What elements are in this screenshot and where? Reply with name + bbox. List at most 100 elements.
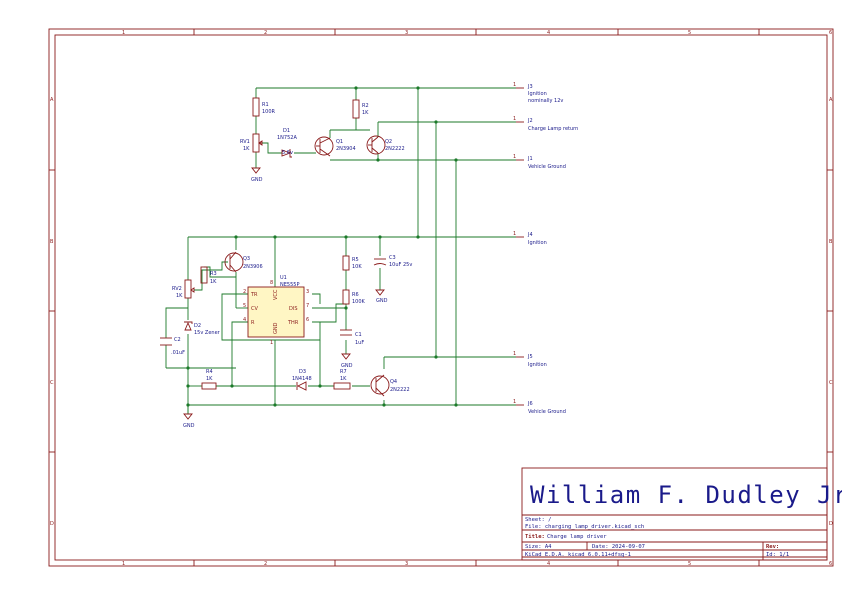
col-label: 6 bbox=[829, 561, 832, 567]
svg-text:CV: CV bbox=[251, 306, 258, 312]
col-label: 3 bbox=[405, 30, 408, 36]
svg-text:U1: U1 bbox=[280, 275, 287, 281]
row-label: B bbox=[50, 239, 54, 245]
svg-text:Ignition: Ignition bbox=[528, 91, 547, 97]
svg-text:Q2: Q2 bbox=[385, 139, 392, 145]
ground-symbol: GND bbox=[341, 353, 353, 369]
svg-text:1: 1 bbox=[513, 82, 516, 88]
svg-text:1: 1 bbox=[513, 154, 516, 160]
svg-text:100R: 100R bbox=[262, 109, 276, 115]
svg-text:1K: 1K bbox=[362, 110, 369, 116]
svg-text:D2: D2 bbox=[194, 323, 201, 329]
svg-text:2: 2 bbox=[243, 289, 246, 295]
svg-text:1K: 1K bbox=[243, 146, 250, 152]
svg-text:4: 4 bbox=[243, 317, 246, 323]
svg-text:GND: GND bbox=[376, 298, 388, 304]
ground-symbol: GND bbox=[251, 167, 263, 183]
svg-text:R5: R5 bbox=[352, 257, 359, 263]
resistor-r1: R1 100R bbox=[252, 97, 276, 117]
svg-text:1N4148: 1N4148 bbox=[292, 376, 312, 382]
svg-text:C3: C3 bbox=[389, 255, 396, 261]
svg-text:R2: R2 bbox=[362, 103, 369, 109]
svg-text:6: 6 bbox=[306, 317, 309, 323]
sheet-id: Id: 1/1 bbox=[766, 552, 789, 558]
svg-text:100K: 100K bbox=[352, 299, 366, 305]
svg-text:R7: R7 bbox=[340, 369, 347, 375]
resistor-r4: R4 1K bbox=[201, 369, 217, 390]
title-label: Title: bbox=[525, 534, 545, 540]
col-label: 3 bbox=[405, 561, 408, 567]
svg-text:1uF: 1uF bbox=[355, 340, 364, 346]
svg-text:J1: J1 bbox=[527, 156, 533, 162]
row-label: C bbox=[829, 380, 833, 386]
svg-text:RV2: RV2 bbox=[172, 286, 182, 292]
svg-text:D1: D1 bbox=[283, 128, 290, 134]
svg-text:Charge Lamp return: Charge Lamp return bbox=[528, 126, 578, 132]
title-block: William F. Dudley Jr. Sheet: / File: cha… bbox=[521, 467, 842, 561]
svg-text:J2: J2 bbox=[527, 118, 533, 124]
svg-text:Ignition: Ignition bbox=[528, 240, 547, 246]
svg-text:1: 1 bbox=[513, 399, 516, 405]
svg-text:J3: J3 bbox=[527, 84, 533, 90]
svg-text:NE555P: NE555P bbox=[280, 282, 299, 288]
svg-text:VCC: VCC bbox=[273, 289, 279, 300]
capacitor-c3: C3 10uF 25v bbox=[373, 255, 412, 268]
svg-text:1N752A: 1N752A bbox=[277, 135, 297, 141]
svg-text:J6: J6 bbox=[527, 401, 533, 407]
svg-text:GND: GND bbox=[251, 177, 263, 183]
capacitor-c2: C2 .01uF bbox=[160, 337, 185, 356]
svg-text:GND: GND bbox=[341, 363, 353, 369]
svg-text:Ignition: Ignition bbox=[528, 362, 547, 368]
svg-text:5: 5 bbox=[243, 303, 246, 309]
resistor-r7: R7 1K bbox=[333, 369, 351, 390]
svg-text:GND: GND bbox=[273, 322, 279, 334]
ground-symbol: GND bbox=[375, 289, 388, 304]
svg-text:5.6v: 5.6v bbox=[282, 150, 293, 156]
row-label: A bbox=[50, 97, 54, 103]
row-label: A bbox=[829, 97, 833, 103]
svg-text:Q1: Q1 bbox=[336, 139, 343, 145]
svg-text:C1: C1 bbox=[355, 332, 362, 338]
svg-text:J4: J4 bbox=[527, 232, 533, 238]
svg-text:2N3904: 2N3904 bbox=[336, 146, 356, 152]
svg-text:R1: R1 bbox=[262, 102, 269, 108]
svg-text:R6: R6 bbox=[352, 292, 359, 298]
row-label: D bbox=[50, 521, 54, 527]
svg-text:8: 8 bbox=[270, 280, 273, 286]
svg-text:DIS: DIS bbox=[289, 306, 298, 312]
svg-text:1K: 1K bbox=[176, 293, 183, 299]
title-value: Charge lamp driver bbox=[547, 534, 607, 540]
ground-symbol: GND bbox=[183, 405, 195, 429]
file-name: File: charging_lamp_driver.kicad_sch bbox=[525, 524, 644, 530]
svg-text:THR: THR bbox=[287, 320, 299, 326]
svg-text:10K: 10K bbox=[352, 264, 362, 270]
col-label: 2 bbox=[264, 561, 267, 567]
resistor-r3: R3 1K bbox=[200, 266, 217, 285]
svg-text:GND: GND bbox=[183, 423, 195, 429]
connector-j4: 1 J4 Ignition bbox=[513, 231, 547, 246]
author-name: William F. Dudley Jr. bbox=[530, 481, 842, 509]
svg-text:Q4: Q4 bbox=[390, 379, 397, 385]
svg-text:.01uF: .01uF bbox=[171, 350, 185, 356]
row-label: D bbox=[829, 521, 833, 527]
date-value: Date: 2024-09-07 bbox=[592, 544, 645, 550]
ic-u1-ne555: U1 NE555P TR CV R DIS THR VCC GND 2 5 4 … bbox=[243, 275, 309, 346]
svg-text:RV1: RV1 bbox=[240, 139, 250, 145]
transistor-q3: Q3 2N3906 bbox=[224, 251, 263, 273]
junctions bbox=[186, 86, 458, 407]
svg-text:nominally 12v: nominally 12v bbox=[528, 98, 563, 104]
svg-text:R: R bbox=[251, 320, 255, 326]
svg-text:2N3906: 2N3906 bbox=[243, 264, 263, 270]
zener-d1: D1 1N752A 5.6v bbox=[277, 128, 297, 158]
col-label: 5 bbox=[688, 30, 691, 36]
connector-j5: 1 J5 Ignition bbox=[513, 351, 547, 368]
col-label: 4 bbox=[547, 30, 550, 36]
potentiometer-rv2: RV2 1K bbox=[172, 279, 195, 299]
connector-j2: 1 J2 Charge Lamp return bbox=[513, 116, 578, 132]
svg-text:2N2222: 2N2222 bbox=[385, 146, 405, 152]
potentiometer-rv1: RV1 1K bbox=[240, 133, 263, 153]
resistor-r5: R5 10K bbox=[342, 255, 362, 271]
row-label: C bbox=[50, 380, 54, 386]
svg-text:1K: 1K bbox=[340, 376, 347, 382]
svg-text:10uF 25v: 10uF 25v bbox=[389, 262, 412, 268]
